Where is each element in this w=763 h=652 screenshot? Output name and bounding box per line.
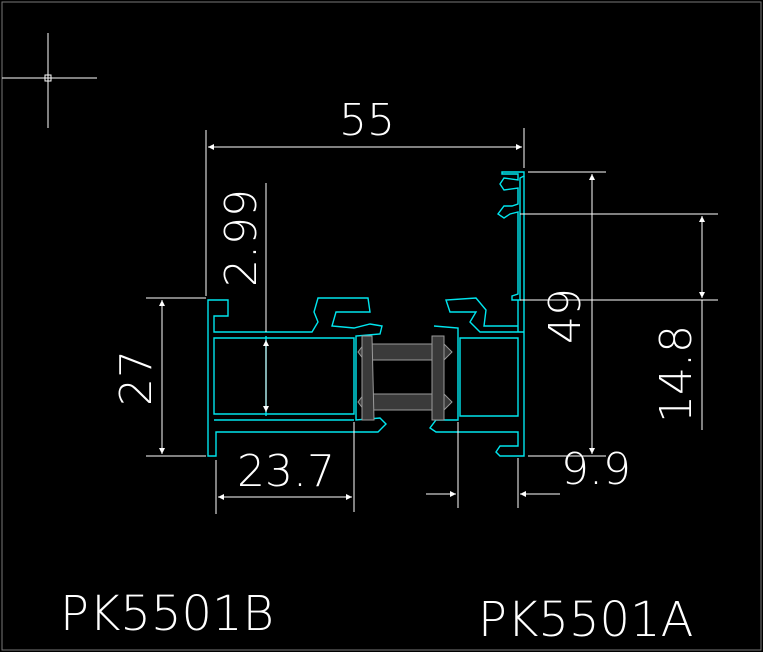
dim-width-55: 55 bbox=[339, 95, 395, 146]
dimension-lines bbox=[146, 128, 718, 514]
aluminium-profile bbox=[207, 171, 525, 457]
dim-bottom-left-23-7: 23.7 bbox=[237, 446, 335, 497]
dim-top-left-2-99: 2.99 bbox=[216, 189, 267, 287]
dim-right-short-14-8: 14.8 bbox=[651, 325, 702, 423]
dim-height-left-27: 27 bbox=[111, 350, 162, 406]
part-label-right: PK5501A bbox=[478, 592, 693, 648]
part-label-left: PK5501B bbox=[60, 586, 274, 642]
dim-right-bottom-9-9: 9.9 bbox=[561, 444, 631, 495]
dim-right-tall-49: 49 bbox=[540, 288, 591, 344]
crosshair-cursor-icon bbox=[2, 33, 97, 128]
